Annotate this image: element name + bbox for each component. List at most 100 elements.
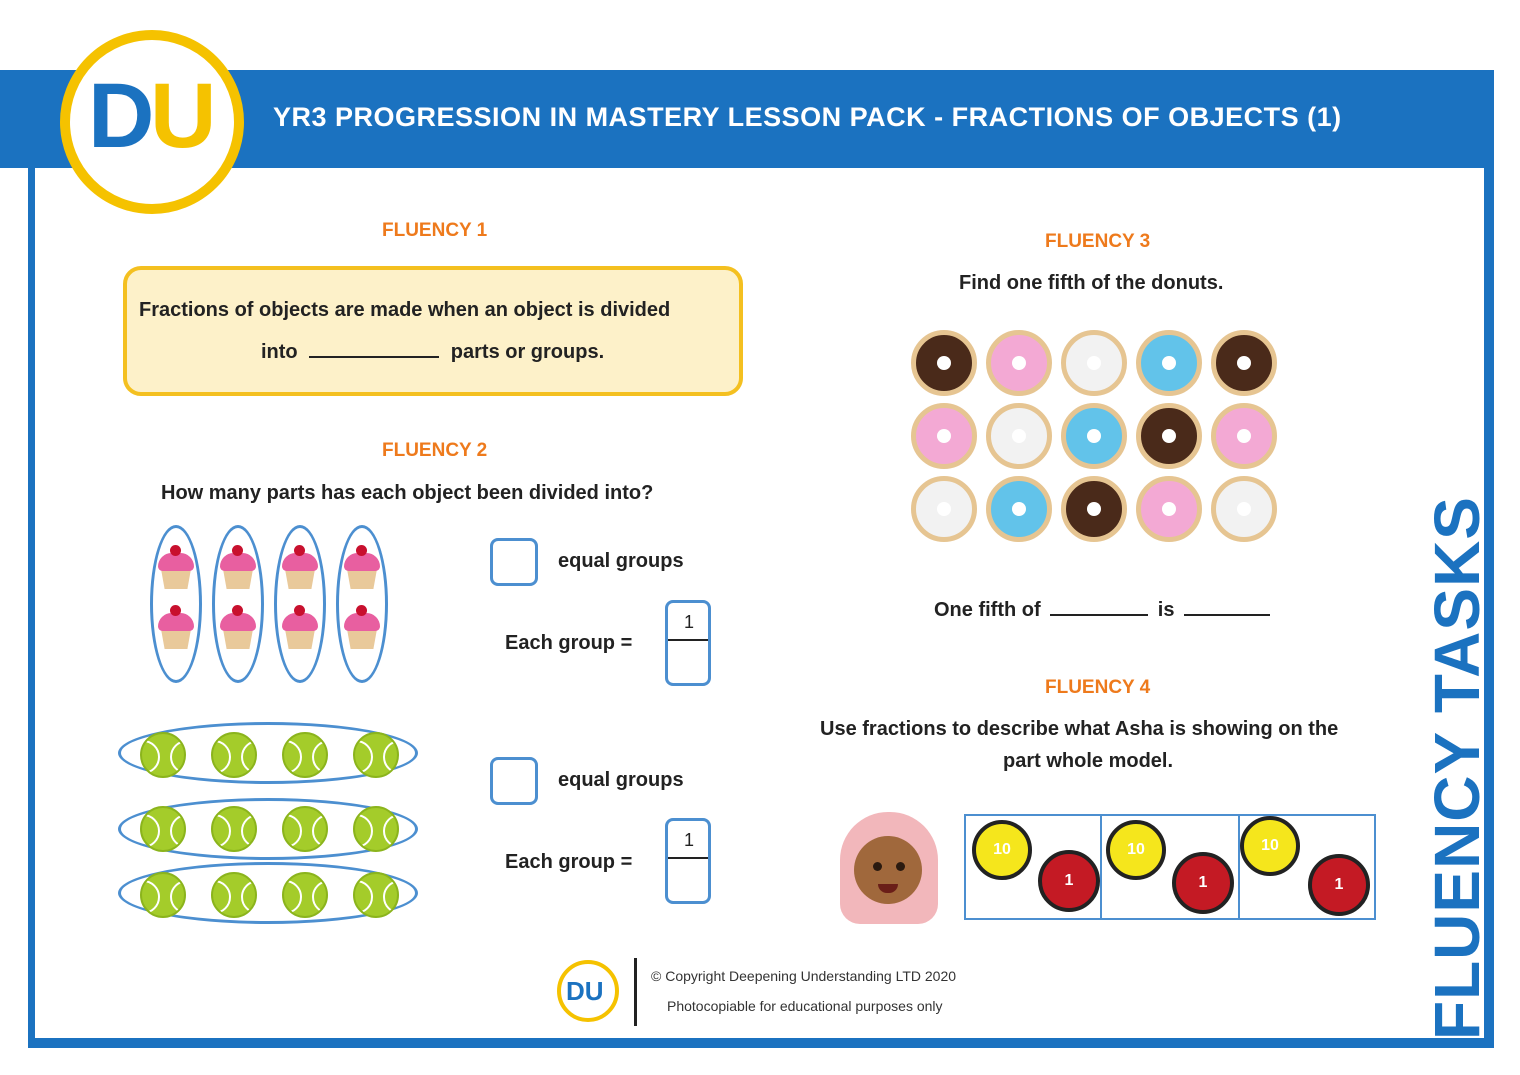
ball-fraction-line: [668, 857, 708, 859]
fluency3-title: FLUENCY 3: [1045, 231, 1151, 252]
cupcake-icon: [342, 605, 382, 649]
donut-icon: [1211, 403, 1277, 469]
donut-icon: [1061, 330, 1127, 396]
footer-note: Photocopiable for educational purposes o…: [667, 998, 943, 1014]
footer-separator: [634, 958, 637, 1026]
footer-logo: [557, 960, 619, 1022]
donut-icon: [911, 403, 977, 469]
ball-each-group-label: Each group =: [505, 851, 633, 873]
cupcake-icon: [342, 545, 382, 589]
tennis-ball-icon: [140, 806, 186, 852]
ball-fraction-box[interactable]: [665, 818, 711, 904]
donut-icon: [1061, 403, 1127, 469]
frame-left: [28, 168, 35, 1048]
donut-icon: [986, 403, 1052, 469]
donut-icon: [911, 476, 977, 542]
cupcake-groups-answer-box[interactable]: [490, 538, 538, 586]
asha-eye: [896, 862, 905, 871]
fluency4-line2: part whole model.: [1003, 750, 1174, 772]
brand-logo: [60, 30, 244, 214]
fluency3-answer-pre: One fifth of: [934, 599, 1041, 621]
fluency1-title: FLUENCY 1: [382, 220, 488, 241]
donut-icon: [1136, 330, 1202, 396]
tennis-ball-icon: [353, 806, 399, 852]
cupcake-group-oval: [150, 525, 202, 683]
cupcake-each-group-label: Each group =: [505, 632, 633, 654]
page-title: YR3 PROGRESSION IN MASTERY LESSON PACK -…: [273, 102, 1342, 132]
donut-icon: [1136, 403, 1202, 469]
fluency1-info-box: [123, 266, 743, 396]
logo-letter-u: U: [150, 65, 217, 167]
part-whole-model: [964, 814, 1376, 920]
donut-icon: [986, 330, 1052, 396]
cupcake-icon: [218, 545, 258, 589]
cupcake-group-oval: [274, 525, 326, 683]
tennis-ball-icon: [211, 732, 257, 778]
frame-right: [1484, 168, 1494, 1048]
cupcake-fraction-numerator: 1: [684, 612, 695, 632]
tennis-ball-icon: [282, 872, 328, 918]
fluency2-question: How many parts has each object been divi…: [161, 482, 654, 504]
cupcake-fraction-box[interactable]: [665, 600, 711, 686]
ball-group-oval: [118, 722, 418, 784]
counter-ten: 10: [1106, 820, 1166, 880]
donut-icon: [986, 476, 1052, 542]
ball-groups-answer-box[interactable]: [490, 757, 538, 805]
cupcake-equal-groups-label: equal groups: [558, 550, 684, 572]
fluency1-blank[interactable]: [309, 356, 440, 358]
frame-bottom: [28, 1038, 1494, 1048]
ball-group-oval: [118, 798, 418, 860]
ball-fraction-numerator: 1: [684, 830, 695, 850]
header-bar: [0, 70, 1494, 168]
cupcake-icon: [218, 605, 258, 649]
footer-logo-text: DU: [566, 976, 604, 1006]
tennis-ball-icon: [282, 732, 328, 778]
part-whole-divider: [1100, 814, 1102, 920]
logo-letter-d: D: [88, 65, 155, 167]
part-whole-divider: [1238, 814, 1240, 920]
fluency3-blank-1[interactable]: [1050, 614, 1149, 616]
cupcake-icon: [280, 605, 320, 649]
tennis-ball-icon: [140, 872, 186, 918]
donut-icon: [911, 330, 977, 396]
fluency3-blank-2[interactable]: [1184, 614, 1271, 616]
cupcake-group-oval: [336, 525, 388, 683]
counter-one: 1: [1172, 852, 1234, 914]
tennis-ball-icon: [140, 732, 186, 778]
tennis-ball-icon: [282, 806, 328, 852]
counter-ten: 10: [1240, 816, 1300, 876]
fluency3-answer-mid: is: [1157, 599, 1175, 621]
cupcake-icon: [156, 545, 196, 589]
side-title: FLUENCY TASKS: [1421, 496, 1493, 1040]
ball-equal-groups-label: equal groups: [558, 769, 684, 791]
fluency1-line2-post: parts or groups.: [450, 341, 605, 363]
cupcake-fraction-line: [668, 639, 708, 641]
tennis-ball-icon: [353, 872, 399, 918]
fluency2-title: FLUENCY 2: [382, 440, 488, 461]
fluency1-line2: into parts or groups.: [261, 341, 604, 364]
asha-mouth: [878, 884, 898, 893]
footer-copyright: © Copyright Deepening Understanding LTD …: [651, 968, 957, 984]
cupcake-icon: [280, 545, 320, 589]
cupcake-icon: [156, 605, 196, 649]
tennis-ball-icon: [211, 806, 257, 852]
fluency3-question: Find one fifth of the donuts.: [959, 272, 1224, 294]
ball-group-oval: [118, 862, 418, 924]
counter-ten: 10: [972, 820, 1032, 880]
fluency4-line1: Use fractions to describe what Asha is s…: [820, 718, 1339, 740]
cupcake-group-oval: [212, 525, 264, 683]
tennis-ball-icon: [353, 732, 399, 778]
tennis-ball-icon: [211, 872, 257, 918]
donut-icon: [1136, 476, 1202, 542]
donut-icon: [1061, 476, 1127, 542]
donut-icon: [1211, 476, 1277, 542]
fluency1-line2-pre: into: [261, 341, 298, 363]
counter-one: 1: [1308, 854, 1370, 916]
fluency3-answer-line: One fifth of is: [934, 599, 1274, 622]
asha-face: [854, 836, 922, 904]
fluency1-line1: Fractions of objects are made when an ob…: [139, 299, 671, 321]
counter-one: 1: [1038, 850, 1100, 912]
donut-icon: [1211, 330, 1277, 396]
asha-eye: [873, 862, 882, 871]
fluency4-title: FLUENCY 4: [1045, 677, 1151, 698]
